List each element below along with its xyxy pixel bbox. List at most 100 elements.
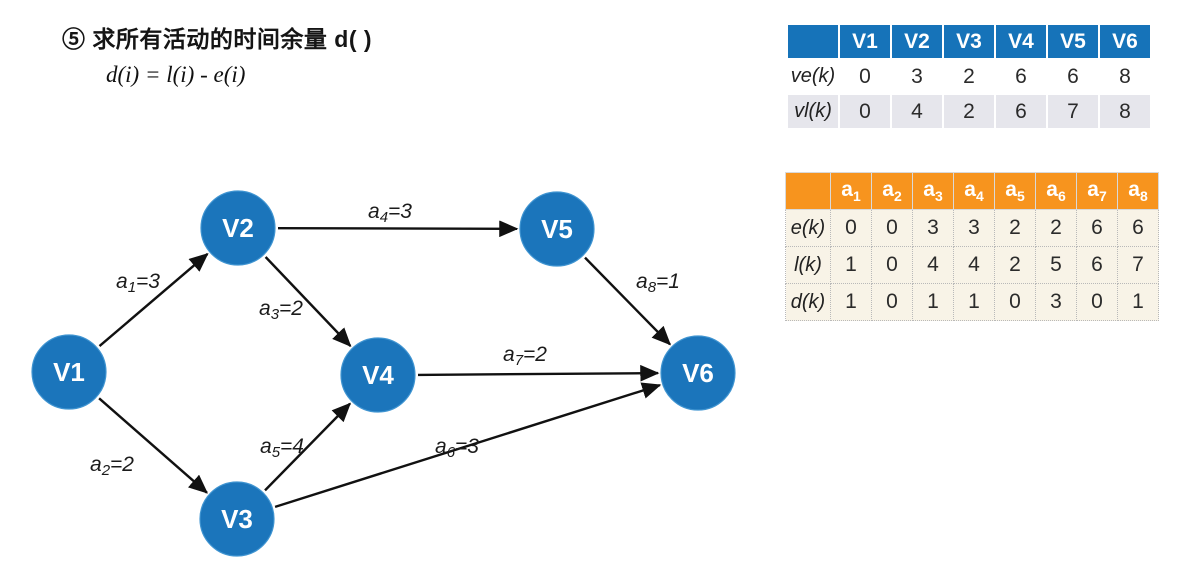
cell-ve-v2: 3 [892,60,942,93]
node-v3: V3 [199,481,275,557]
cell-vl-v4: 6 [996,95,1046,128]
col-header-a8: a8 [1117,172,1159,210]
table-row-l: l(k) 1 0 4 4 2 5 6 7 [785,246,1159,284]
cell-e-a7: 6 [1076,209,1118,247]
corner-cell [785,172,831,210]
edge-label-a2: a2=2 [90,453,134,479]
slack-formula: d(i) = l(i) - e(i) [106,62,246,87]
cell-l-a3: 4 [912,246,954,284]
col-header-a5: a5 [994,172,1036,210]
node-v1-label: V1 [53,357,85,387]
col-header-v2: V2 [892,25,942,58]
edge-label-a8: a8=1 [636,270,680,296]
node-v6-circle [660,335,736,411]
cell-d-a1: 1 [830,283,872,321]
row-label-d: d(k) [785,283,831,321]
edge-a5-arrow [264,402,352,492]
table-row-ve: ve(k) 0 3 2 6 6 8 [788,60,1150,93]
cell-e-a8: 6 [1117,209,1159,247]
col-header-v5: V5 [1048,25,1098,58]
node-v6-label: V6 [682,358,714,388]
col-header-a3: a3 [912,172,954,210]
cell-d-a4: 1 [953,283,995,321]
cell-d-a8: 1 [1117,283,1159,321]
edge-a4-arrow [277,220,519,238]
edge-a7-arrow [417,364,660,382]
edge-label-a5: a5=4 [260,435,304,461]
cell-l-a6: 5 [1035,246,1077,284]
node-v3-circle [199,481,275,557]
vertex-table-header-row: V1 V2 V3 V4 V5 V6 [788,25,1150,58]
node-v5-label: V5 [541,214,573,244]
cell-d-a3: 1 [912,283,954,321]
activity-times-table: a1 a2 a3 a4 a5 a6 a7 a8 e(k) 0 0 3 3 2 2… [785,172,1159,321]
node-v3-label: V3 [221,504,253,534]
node-v2: V2 [200,190,276,266]
cell-ve-v4: 6 [996,60,1046,93]
cell-d-a2: 0 [871,283,913,321]
edge-a3-arrow [264,256,352,348]
col-header-a2: a2 [871,172,913,210]
col-header-v4: V4 [996,25,1046,58]
row-label-ve: ve(k) [788,60,838,93]
cell-vl-v5: 7 [1048,95,1098,128]
activity-table-header-row: a1 a2 a3 a4 a5 a6 a7 a8 [785,172,1159,210]
row-label-l: l(k) [785,246,831,284]
edge-a2-arrow [98,397,208,494]
row-label-vl: vl(k) [788,95,838,128]
col-header-a1: a1 [830,172,872,210]
cell-l-a2: 0 [871,246,913,284]
col-header-v3: V3 [944,25,994,58]
node-v2-circle [200,190,276,266]
cell-l-a5: 2 [994,246,1036,284]
node-v4-label: V4 [362,360,394,390]
cell-e-a4: 3 [953,209,995,247]
cell-e-a2: 0 [871,209,913,247]
cell-vl-v1: 0 [840,95,890,128]
node-v5-circle [519,191,595,267]
edge-label-a1: a1=3 [116,270,160,296]
cell-vl-v6: 8 [1100,95,1150,128]
cell-ve-v3: 2 [944,60,994,93]
edge-a8-arrow [584,256,672,346]
node-v1: V1 [31,334,107,410]
cell-e-a6: 2 [1035,209,1077,247]
edge-a1-arrow [98,252,209,348]
node-v5: V5 [519,191,595,267]
table-row-d: d(k) 1 0 1 1 0 3 0 1 [785,283,1159,321]
node-v6: V6 [660,335,736,411]
col-header-a7: a7 [1076,172,1118,210]
cell-l-a1: 1 [830,246,872,284]
cell-ve-v6: 8 [1100,60,1150,93]
corner-cell [788,25,838,58]
cell-ve-v5: 6 [1048,60,1098,93]
aoe-network-diagram: a1=3 a2=2 a3=2 a4=3 a5=4 a6=3 a7=2 a8=1 … [31,190,736,557]
table-row-vl: vl(k) 0 4 2 6 7 8 [788,95,1150,128]
edge-label-a3: a3=2 [259,297,303,323]
cell-ve-v1: 0 [840,60,890,93]
cell-d-a6: 3 [1035,283,1077,321]
cell-vl-v3: 2 [944,95,994,128]
cell-e-a5: 2 [994,209,1036,247]
cell-l-a4: 4 [953,246,995,284]
cell-d-a5: 0 [994,283,1036,321]
col-header-a6: a6 [1035,172,1077,210]
edge-label-a7: a7=2 [503,343,547,369]
cell-l-a8: 7 [1117,246,1159,284]
vertex-times-table: V1 V2 V3 V4 V5 V6 ve(k) 0 3 2 6 6 8 vl(k… [786,23,1152,130]
col-header-v6: V6 [1100,25,1150,58]
edge-label-a6: a6=3 [435,435,479,461]
cell-vl-v2: 4 [892,95,942,128]
node-v4: V4 [340,337,416,413]
table-row-e: e(k) 0 0 3 3 2 2 6 6 [785,209,1159,247]
cell-d-a7: 0 [1076,283,1118,321]
col-header-a4: a4 [953,172,995,210]
cell-e-a3: 3 [912,209,954,247]
node-v1-circle [31,334,107,410]
edge-label-a4: a4=3 [368,200,412,226]
node-v2-label: V2 [222,213,254,243]
row-label-e: e(k) [785,209,831,247]
cell-e-a1: 0 [830,209,872,247]
col-header-v1: V1 [840,25,890,58]
